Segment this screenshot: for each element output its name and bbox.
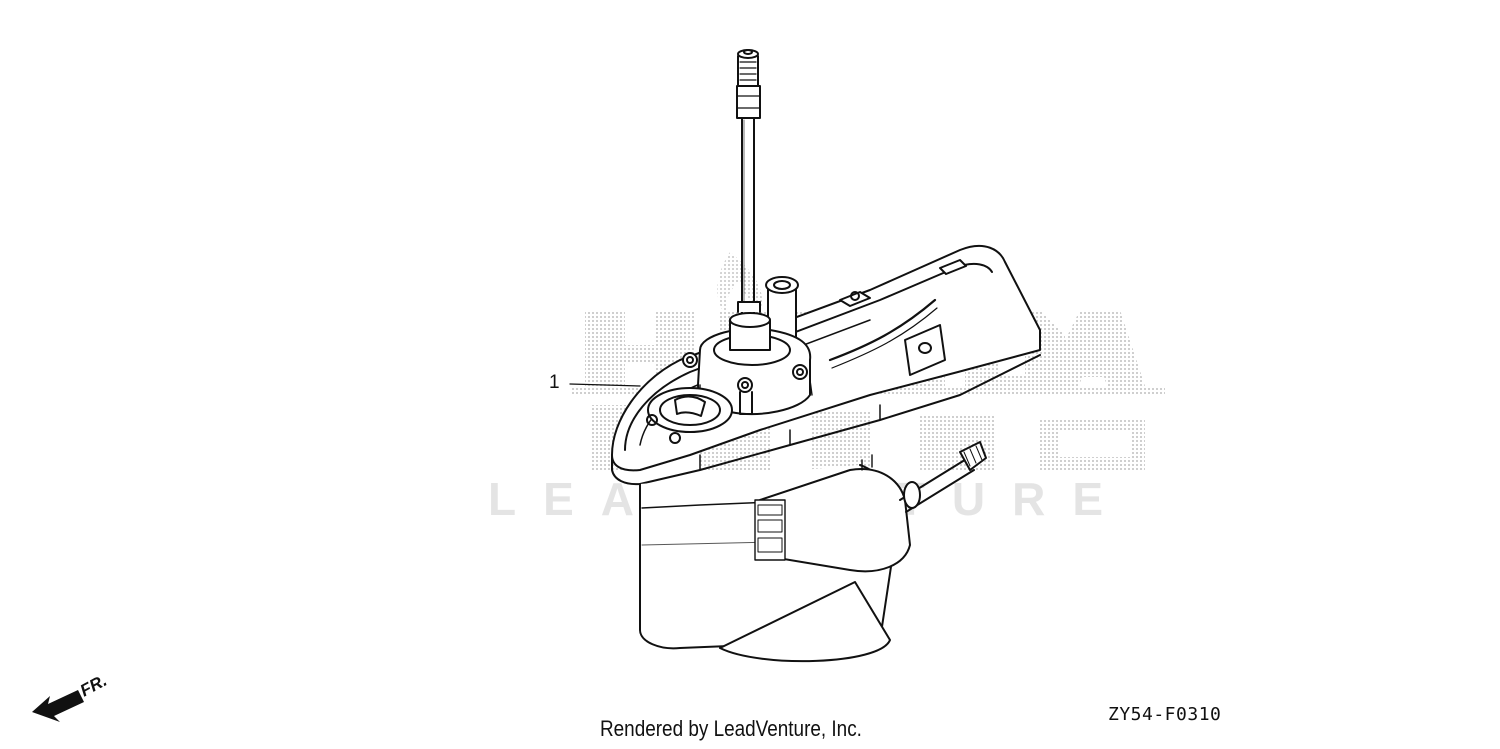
arrow-down-left-icon (32, 690, 84, 722)
callout-leader-1 (569, 383, 641, 387)
propeller-shaft (899, 441, 987, 513)
callout-number-1: 1 (549, 372, 560, 393)
drive-shaft (736, 49, 761, 314)
water-tube (765, 276, 799, 341)
shift-rod (828, 298, 937, 362)
front-cavity (646, 387, 733, 444)
render-credit: Rendered by LeadVenture, Inc. (600, 716, 862, 741)
gear-case-body (639, 454, 911, 663)
diagram-part-code: ZY54-F0310 (1108, 704, 1222, 725)
